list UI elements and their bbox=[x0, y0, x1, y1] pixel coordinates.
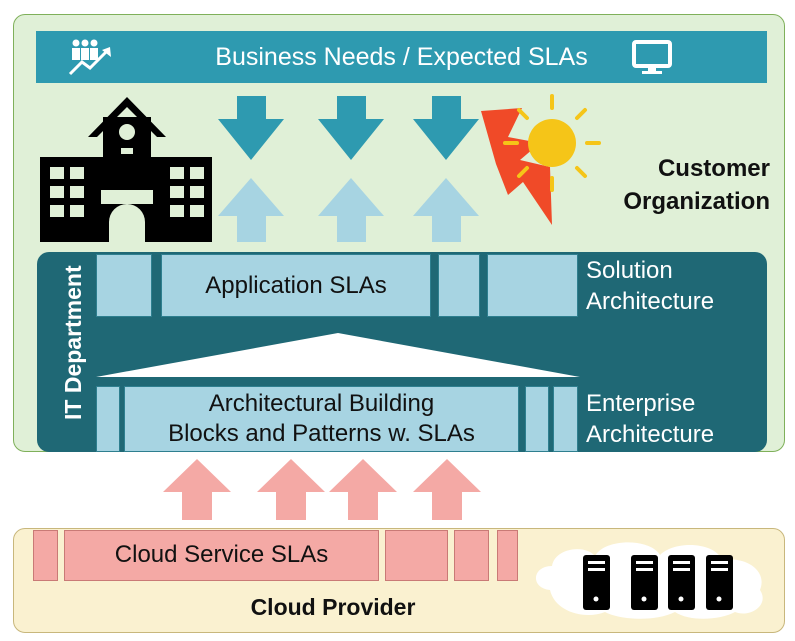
building-blocks-label-line1: Architectural Building bbox=[208, 390, 435, 417]
architecture-triangle bbox=[96, 333, 580, 377]
cloud-block-small-3 bbox=[454, 530, 489, 581]
building-icon bbox=[40, 97, 212, 242]
up-arrows bbox=[218, 178, 479, 242]
cloud-block-small-4 bbox=[497, 530, 518, 581]
cloud-service-slas-label: Cloud Service SLAs bbox=[114, 541, 329, 568]
down-arrow-3 bbox=[413, 96, 479, 160]
solution-block-small-1 bbox=[96, 254, 152, 317]
business-needs-banner bbox=[36, 31, 767, 83]
cloud-arrow-1 bbox=[163, 459, 231, 520]
sun-lightning-icon bbox=[481, 94, 601, 225]
building-blocks-block bbox=[124, 386, 519, 452]
enterprise-block-small-2 bbox=[525, 386, 549, 452]
cloud-block-small-2 bbox=[385, 530, 448, 581]
building-blocks-label-line2: Blocks and Patterns w. SLAs bbox=[168, 420, 475, 447]
cloud-arrow-2 bbox=[257, 459, 325, 520]
cloud-provider-label: Cloud Provider bbox=[250, 594, 416, 620]
down-arrow-2 bbox=[318, 96, 384, 160]
cloud-service-slas-block bbox=[64, 530, 379, 581]
solution-label-line1: Solution bbox=[586, 257, 673, 284]
solution-label-line2: Architecture bbox=[586, 288, 715, 315]
cloud-block-small-1 bbox=[33, 530, 58, 581]
enterprise-block-small-3 bbox=[553, 386, 578, 452]
up-arrow-2 bbox=[318, 178, 384, 242]
cloud-up-arrows bbox=[163, 459, 481, 520]
application-slas-label: Application SLAs bbox=[205, 272, 387, 299]
business-needs-text: Business Needs / Expected SLAs bbox=[215, 43, 588, 71]
customer-label-line1: Customer bbox=[657, 155, 770, 182]
enterprise-block-small-1 bbox=[96, 386, 120, 452]
monitor-icon bbox=[632, 40, 672, 74]
enterprise-label-line1: Enterprise bbox=[586, 390, 696, 417]
customer-label-line2: Organization bbox=[623, 188, 770, 215]
people-growth-icon bbox=[68, 39, 111, 76]
server-icon bbox=[583, 555, 733, 610]
solution-block-small-3 bbox=[487, 254, 578, 317]
cloud-arrow-3 bbox=[329, 459, 397, 520]
enterprise-label-line2: Architecture bbox=[586, 421, 715, 448]
up-arrow-3 bbox=[413, 178, 479, 242]
solution-block-small-2 bbox=[438, 254, 480, 317]
cloud-arrow-4 bbox=[413, 459, 481, 520]
server-cloud bbox=[535, 542, 763, 619]
down-arrows bbox=[218, 96, 479, 160]
down-arrow-1 bbox=[218, 96, 284, 160]
up-arrow-1 bbox=[218, 178, 284, 242]
application-slas-block bbox=[161, 254, 431, 317]
